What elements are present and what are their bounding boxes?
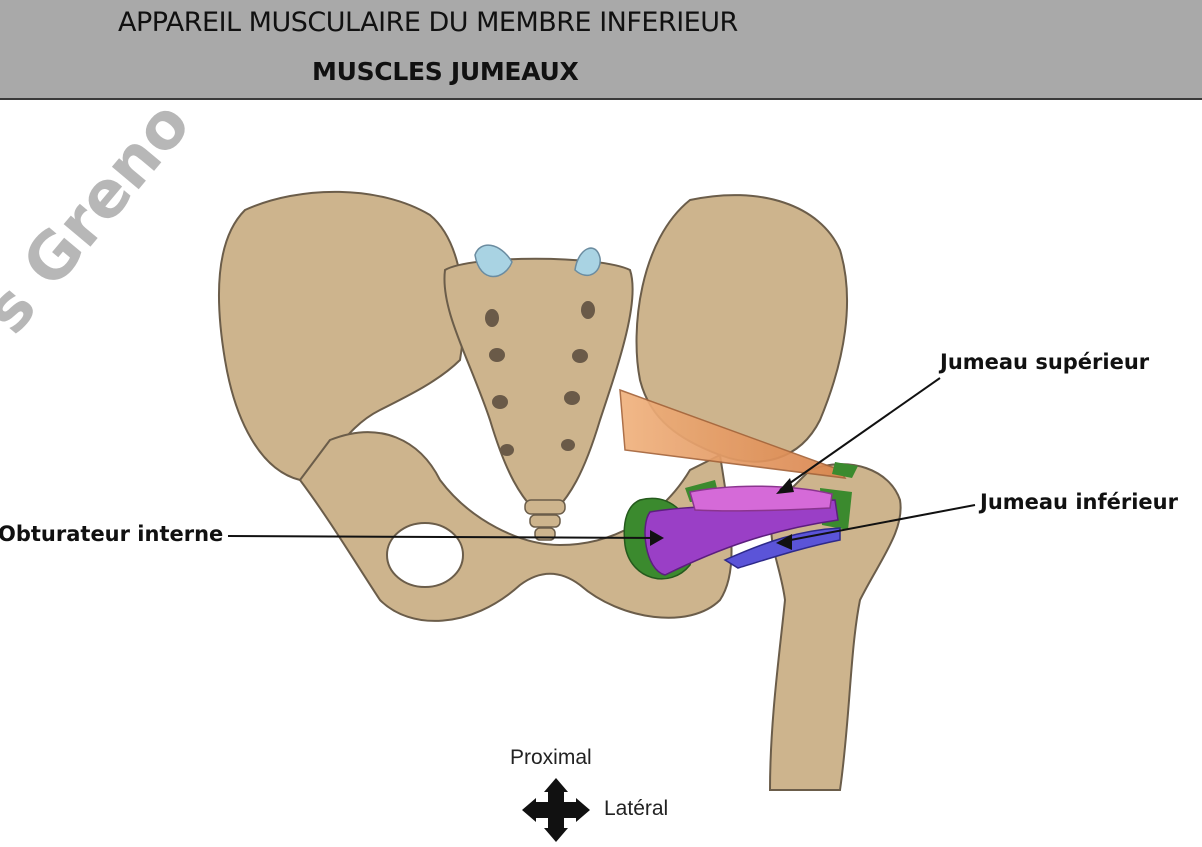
arrowhead-jumeau-inferieur bbox=[776, 534, 792, 550]
left-iliac-wing bbox=[218, 190, 465, 482]
right-cartilage bbox=[574, 247, 601, 276]
leader-jumeau-superieur bbox=[779, 377, 941, 491]
leader-obturateur-interne bbox=[227, 535, 661, 539]
page-header: APPAREIL MUSCULAIRE DU MEMBRE INFERIEUR … bbox=[0, 0, 1202, 100]
piriformis-muscle bbox=[619, 388, 847, 479]
orientation-compass bbox=[522, 778, 590, 842]
label-obturateur-interne: Obturateur interne bbox=[0, 522, 224, 546]
arrowhead-obturateur-interne bbox=[650, 530, 664, 546]
sacral-foramina bbox=[485, 301, 595, 456]
sacrum bbox=[443, 257, 634, 522]
page-subtitle: MUSCLES JUMEAUX bbox=[312, 57, 579, 86]
jumeau-superieur-muscle bbox=[689, 485, 833, 512]
label-jumeau-superieur: Jumeau supérieur bbox=[940, 350, 1150, 374]
page-title: APPAREIL MUSCULAIRE DU MEMBRE INFERIEUR bbox=[118, 7, 738, 38]
compass-lateral-label: Latéral bbox=[604, 797, 669, 820]
jumeau-inferieur-muscle bbox=[723, 527, 841, 569]
arrowhead-jumeau-superieur bbox=[776, 478, 794, 494]
coccyx bbox=[524, 499, 566, 541]
left-obturator-foramen bbox=[386, 522, 464, 588]
compass-proximal-label: Proximal bbox=[510, 746, 592, 769]
piriformis-insertion-green bbox=[832, 462, 858, 478]
pelvis-illustration bbox=[218, 190, 976, 842]
left-cartilage bbox=[474, 244, 513, 278]
leader-jumeau-inferieur bbox=[779, 504, 976, 543]
label-jumeau-inferieur: Jumeau inférieur bbox=[980, 490, 1178, 514]
